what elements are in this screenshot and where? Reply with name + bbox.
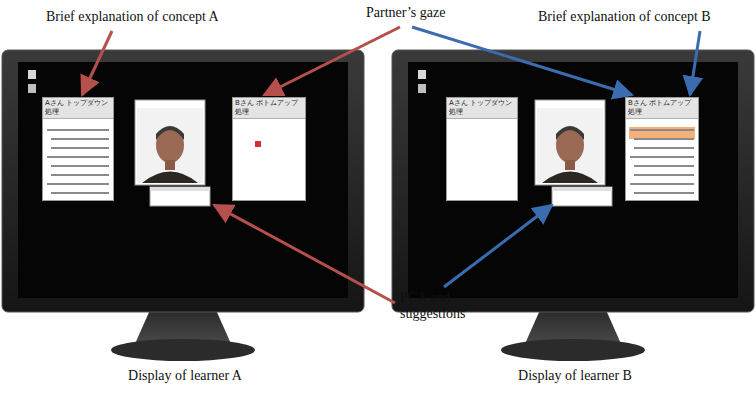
- window-title: Bさん ボトムアップ処理: [626, 98, 698, 119]
- app-window: Aさん トップダウン処理: [42, 97, 114, 201]
- text-line: [630, 129, 694, 131]
- text-line: [51, 174, 109, 176]
- annotation-label: Partner’s gaze: [366, 5, 476, 21]
- app-window: Bさん ボトムアップ処理: [232, 97, 306, 201]
- text-line: [630, 156, 694, 158]
- monitor-right: [392, 50, 754, 361]
- monitor-left: [2, 50, 364, 361]
- text-line: [634, 165, 694, 167]
- text-line: [630, 183, 694, 185]
- window-title: Aさん トップダウン処理: [447, 98, 517, 119]
- leader-arrow: [82, 31, 112, 95]
- text-line: [47, 183, 109, 185]
- text-line: [634, 138, 694, 140]
- annotation-label: PCA and suggestions: [400, 290, 480, 322]
- text-line: [51, 147, 109, 149]
- app-window: Bさん ボトムアップ処理: [625, 97, 699, 201]
- leader-arrow: [214, 205, 395, 303]
- window-title: Aさん トップダウン処理: [43, 98, 113, 119]
- gaze-marker: [255, 141, 261, 147]
- leader-arrow: [264, 27, 400, 95]
- text-line: [47, 156, 109, 158]
- text-line: [634, 192, 694, 194]
- app-window: Aさん トップダウン処理: [446, 97, 518, 201]
- text-line: [634, 147, 694, 149]
- window-title: Bさん ボトムアップ処理: [233, 98, 305, 119]
- leader-arrow: [444, 205, 552, 287]
- text-line: [51, 138, 109, 140]
- annotation-label: Brief explanation of concept B: [538, 9, 748, 25]
- leader-arrow: [690, 31, 700, 95]
- text-line: [51, 165, 109, 167]
- text-line: [634, 174, 694, 176]
- text-line: [47, 129, 109, 131]
- annotation-label: Brief explanation of concept A: [46, 9, 246, 25]
- text-line: [51, 192, 109, 194]
- annotation-label: Display of learner A: [110, 368, 260, 384]
- leader-arrow: [412, 27, 632, 95]
- annotation-label: Display of learner B: [500, 368, 650, 384]
